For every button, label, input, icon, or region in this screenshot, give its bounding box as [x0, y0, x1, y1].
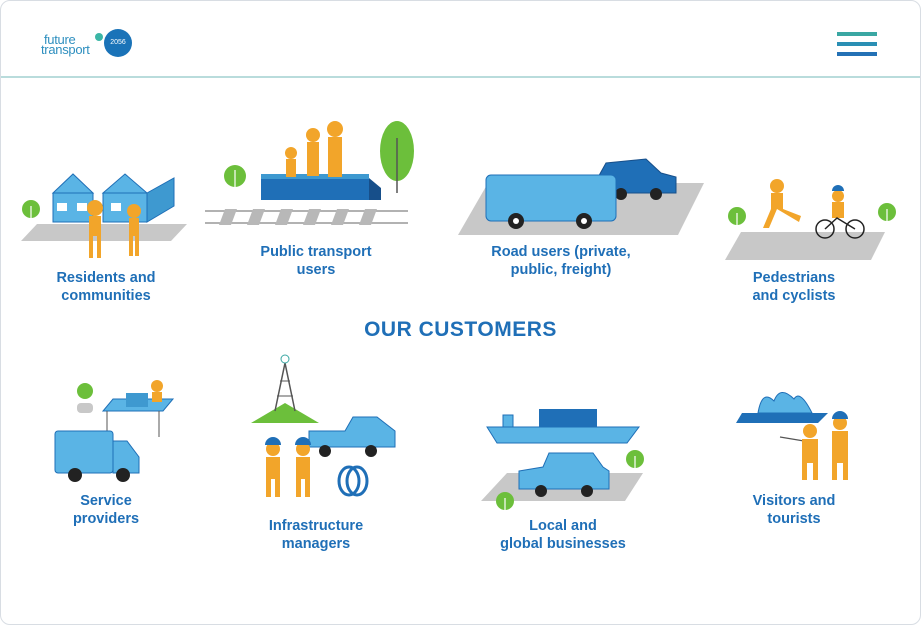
- opera-house-icon: [736, 392, 828, 423]
- car-icon: [518, 452, 610, 497]
- logo-text-transport: transport: [41, 42, 90, 57]
- logo-text-future: future: [44, 32, 76, 47]
- ship-icon: [486, 409, 640, 444]
- customer-label-road-users: Road users (private,public, freight): [491, 244, 631, 278]
- cable-reel-icon: [337, 465, 369, 497]
- road-users-illustration: [458, 158, 704, 235]
- radio-tower-icon: [251, 354, 319, 423]
- tree-icon: [496, 450, 644, 513]
- tree-icon: [224, 121, 414, 193]
- logo-dot-icon: [95, 33, 103, 41]
- ute-icon: [308, 416, 396, 457]
- desk-icon: [101, 380, 175, 437]
- plant-icon: [77, 383, 93, 413]
- platform-icon: [261, 174, 381, 200]
- public-transport-illustration: [205, 121, 414, 225]
- houses-icon: [51, 173, 175, 223]
- tourists-icon: [802, 411, 848, 480]
- hamburger-menu-icon[interactable]: [837, 32, 877, 62]
- future-transport-logo[interactable]: future transport 2056: [41, 27, 136, 61]
- cyclist-icon: [815, 185, 865, 239]
- workers-icon: [265, 437, 311, 497]
- header: future transport 2056: [1, 1, 920, 78]
- service-providers-illustration: [54, 380, 175, 482]
- tree-icon: [728, 203, 896, 228]
- tree-icon: [22, 200, 40, 221]
- pedestrians-illustration: [725, 179, 896, 260]
- family-icon: [285, 121, 343, 177]
- businesses-illustration: [481, 409, 644, 513]
- logo-badge: 2056: [104, 29, 132, 57]
- infrastructure-illustration: [251, 354, 396, 497]
- van-icon: [54, 430, 140, 482]
- people-icon: [87, 200, 141, 258]
- page-title: OUR CUSTOMERS: [364, 318, 557, 341]
- residents-illustration: [21, 173, 187, 258]
- truck-icon: [485, 174, 617, 229]
- visitors-illustration: [736, 392, 848, 480]
- pedestrian-icon: [763, 179, 801, 228]
